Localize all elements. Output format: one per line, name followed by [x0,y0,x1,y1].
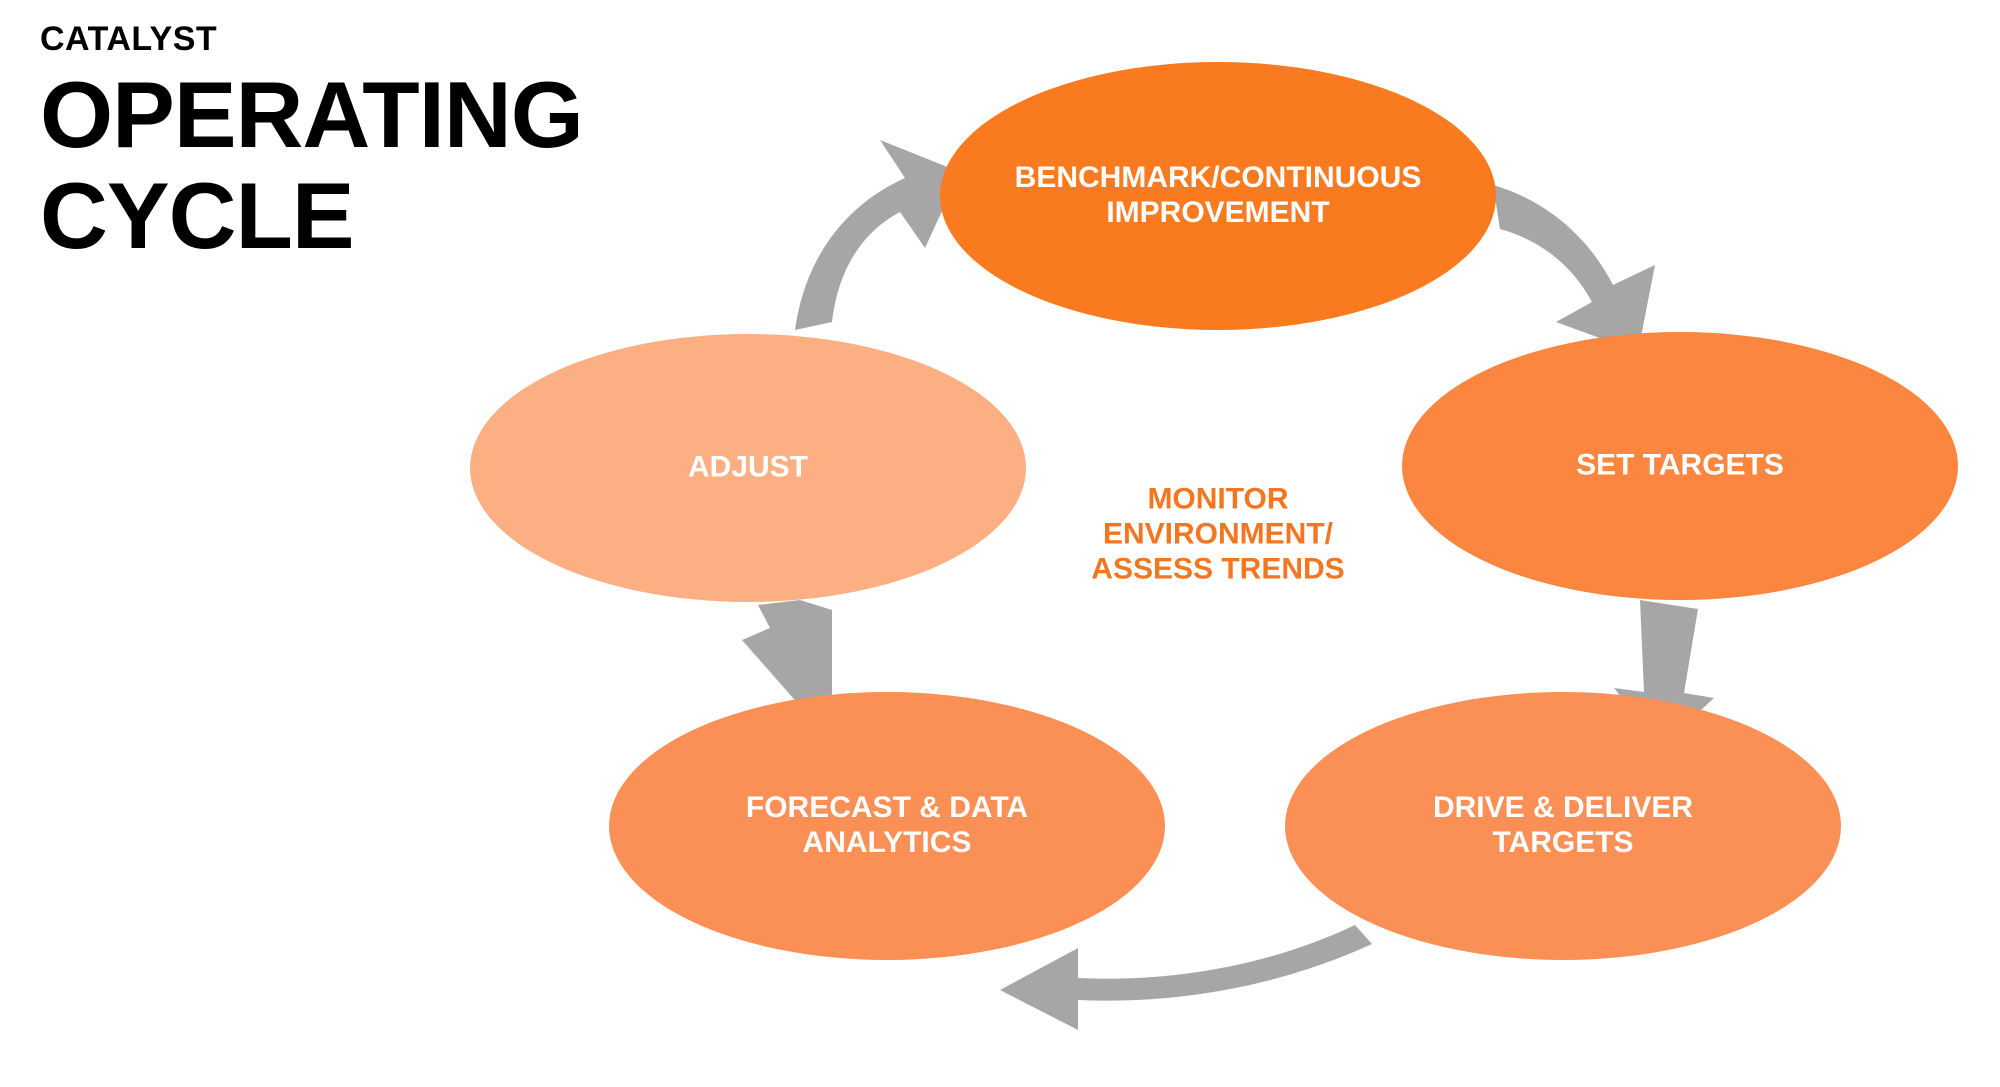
node-set-targets[interactable] [1402,332,1958,600]
node-forecast[interactable] [609,692,1165,960]
arrow-benchmark-to-set-targets [1493,185,1655,352]
arrow-drive-to-forecast [1000,925,1372,1030]
node-benchmark[interactable] [940,62,1496,330]
node-adjust[interactable] [470,334,1026,602]
title-block: CATALYST OPERATING CYCLE [40,20,760,269]
page-title: OPERATING CYCLE [40,61,584,269]
arrow-adjust-to-benchmark [795,140,960,330]
arrow-forecast-to-adjust [742,600,832,706]
eyebrow-label: CATALYST [40,20,218,58]
node-drive-deliver[interactable] [1285,692,1841,960]
